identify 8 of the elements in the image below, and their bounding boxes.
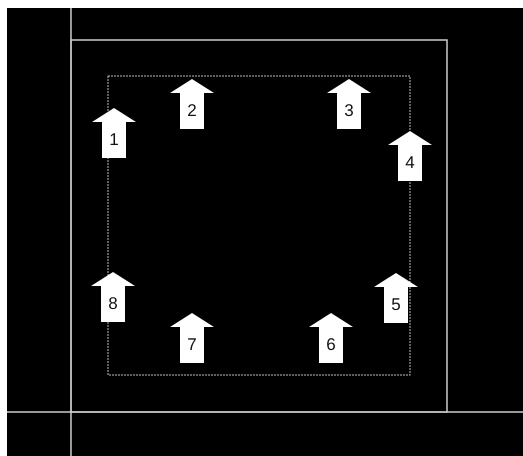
marker-number: 4 bbox=[404, 153, 416, 173]
marker-number: 6 bbox=[325, 335, 337, 355]
marker-number: 2 bbox=[186, 101, 198, 121]
marker-number: 7 bbox=[186, 335, 198, 355]
marker-number: 5 bbox=[390, 295, 402, 315]
marker-number: 3 bbox=[343, 101, 355, 121]
marker-number: 1 bbox=[108, 130, 120, 150]
marker-number: 8 bbox=[107, 294, 119, 314]
